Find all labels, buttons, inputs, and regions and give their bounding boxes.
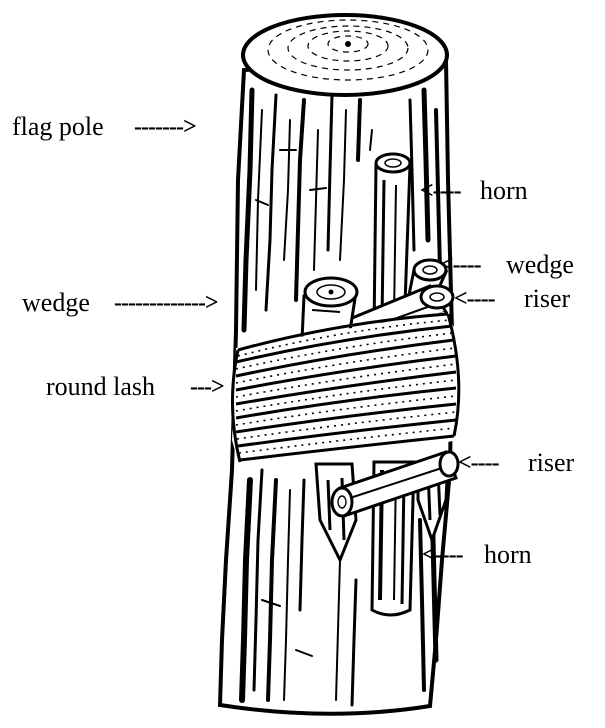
arrow-wedge-left: -------------> — [114, 288, 218, 318]
label-round-lash: round lash — [46, 372, 155, 402]
label-riser-top: riser — [524, 284, 570, 314]
arrow-flag-pole: -------> — [134, 112, 196, 142]
label-wedge-left: wedge — [22, 288, 90, 318]
arrow-round-lash: ---> — [190, 372, 224, 402]
arrow-riser-bottom: <---- — [458, 448, 499, 478]
label-horn-top: horn — [480, 176, 528, 206]
arrow-wedge-right: <---- — [440, 250, 481, 280]
label-horn-bottom: horn — [484, 540, 532, 570]
label-wedge-right: wedge — [506, 250, 574, 280]
arrow-horn-bottom: <---- — [422, 540, 463, 570]
label-flag-pole: flag pole — [12, 112, 104, 142]
arrow-riser-top: <---- — [454, 284, 495, 314]
arrow-horn-top: <---- — [420, 176, 461, 206]
label-riser-bottom: riser — [528, 448, 574, 478]
